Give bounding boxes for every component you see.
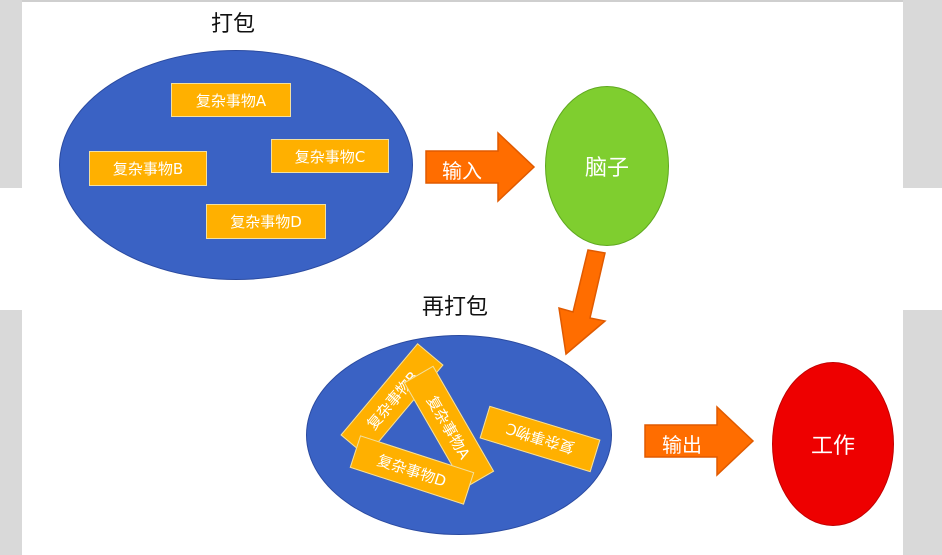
work-ellipse — [772, 362, 894, 526]
right-panel-bottom — [903, 310, 942, 555]
pack-item-d: 复杂事物D — [206, 204, 326, 239]
pack-label: 打包 — [211, 12, 256, 37]
output-arrow-shape — [644, 405, 755, 477]
repack-arrow — [558, 249, 607, 356]
left-panel-bottom — [0, 310, 22, 555]
work-label: 工作 — [810, 434, 855, 459]
top-border — [0, 0, 942, 2]
repack-arrow-shape — [558, 249, 607, 356]
pack-item-a: 复杂事物A — [171, 83, 291, 117]
brain-ellipse — [545, 86, 669, 246]
right-panel-top — [903, 0, 942, 188]
output-arrow-label: 输出 — [662, 433, 702, 457]
input-arrow-label: 输入 — [442, 159, 482, 183]
repack-label: 再打包 — [422, 295, 489, 320]
brain-label: 脑子 — [584, 156, 629, 181]
input-arrow — [425, 131, 536, 203]
left-panel-top — [0, 0, 22, 188]
output-arrow — [644, 405, 755, 477]
pack-item-c: 复杂事物C — [271, 139, 389, 173]
input-arrow-shape — [425, 131, 536, 203]
pack-item-b: 复杂事物B — [89, 151, 207, 186]
